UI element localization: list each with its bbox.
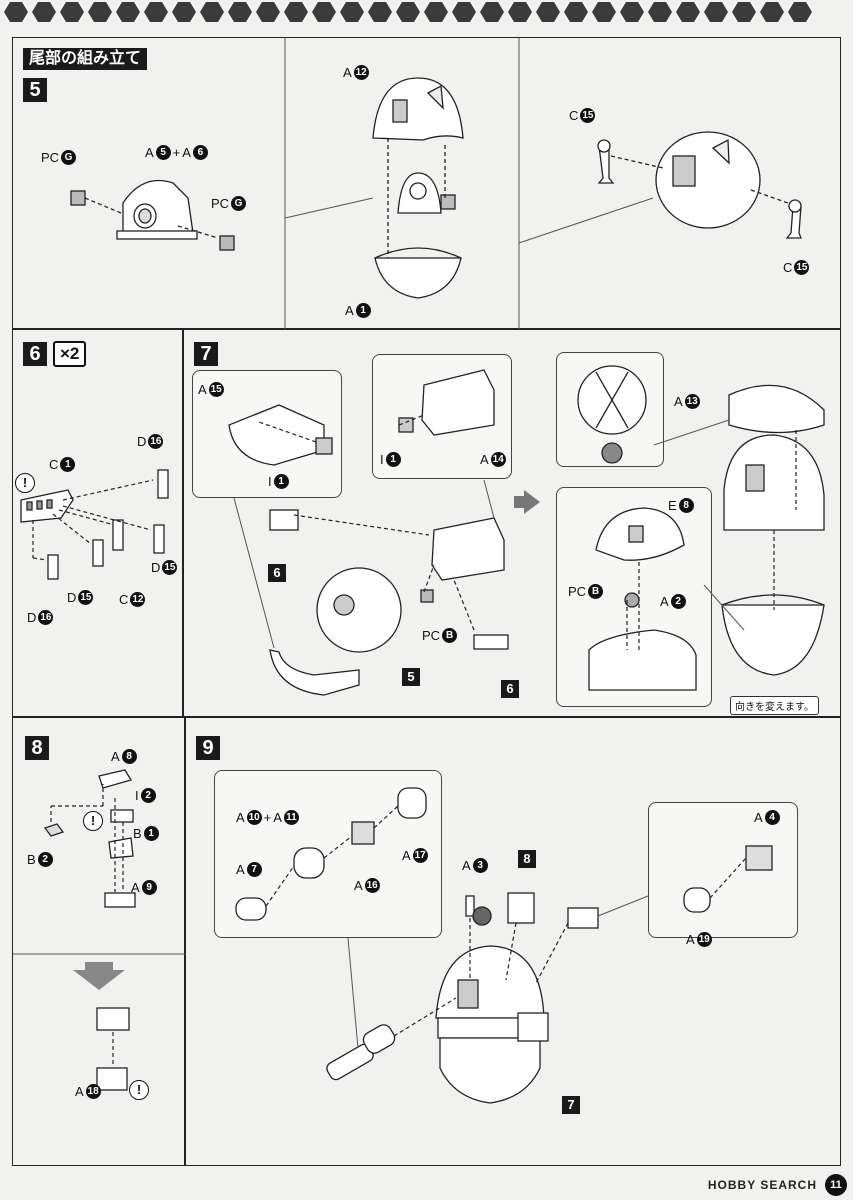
step-9-panel: 9 bbox=[185, 717, 841, 1166]
step-reference: 6 bbox=[268, 564, 286, 582]
warning-icon: ! bbox=[129, 1080, 149, 1100]
step-7-panel: 7 bbox=[183, 329, 841, 717]
step-6-art bbox=[20, 469, 169, 580]
step-number: 9 bbox=[196, 736, 220, 760]
detail-box bbox=[648, 802, 798, 938]
step-number: 5 bbox=[23, 78, 47, 102]
watermark-brand: HOBBY SEARCH bbox=[707, 1178, 817, 1192]
step-reference: 6 bbox=[501, 680, 519, 698]
step-reference: 7 bbox=[562, 1096, 580, 1114]
step-number: 6 bbox=[23, 342, 47, 366]
step-reference: 5 bbox=[402, 668, 420, 686]
step-reference: 8 bbox=[518, 850, 536, 868]
step-9-art bbox=[235, 787, 773, 1104]
step-number: 8 bbox=[25, 736, 49, 760]
page-number: 11 bbox=[825, 1174, 847, 1196]
section-title: 尾部の組み立て bbox=[23, 48, 148, 70]
step-5-art bbox=[70, 38, 802, 330]
warning-icon: ! bbox=[15, 473, 35, 493]
orientation-note: 向きを変えます。 bbox=[730, 696, 819, 715]
step-8-art bbox=[13, 769, 186, 1091]
warning-icon: ! bbox=[83, 811, 103, 831]
step-7-art bbox=[228, 365, 825, 696]
hexagon-pattern-band bbox=[4, 2, 812, 22]
step-number: 7 bbox=[194, 342, 218, 366]
quantity-multiplier: ×2 bbox=[53, 341, 87, 367]
step-5-panel: 尾部の組み立て 5 bbox=[12, 37, 841, 330]
